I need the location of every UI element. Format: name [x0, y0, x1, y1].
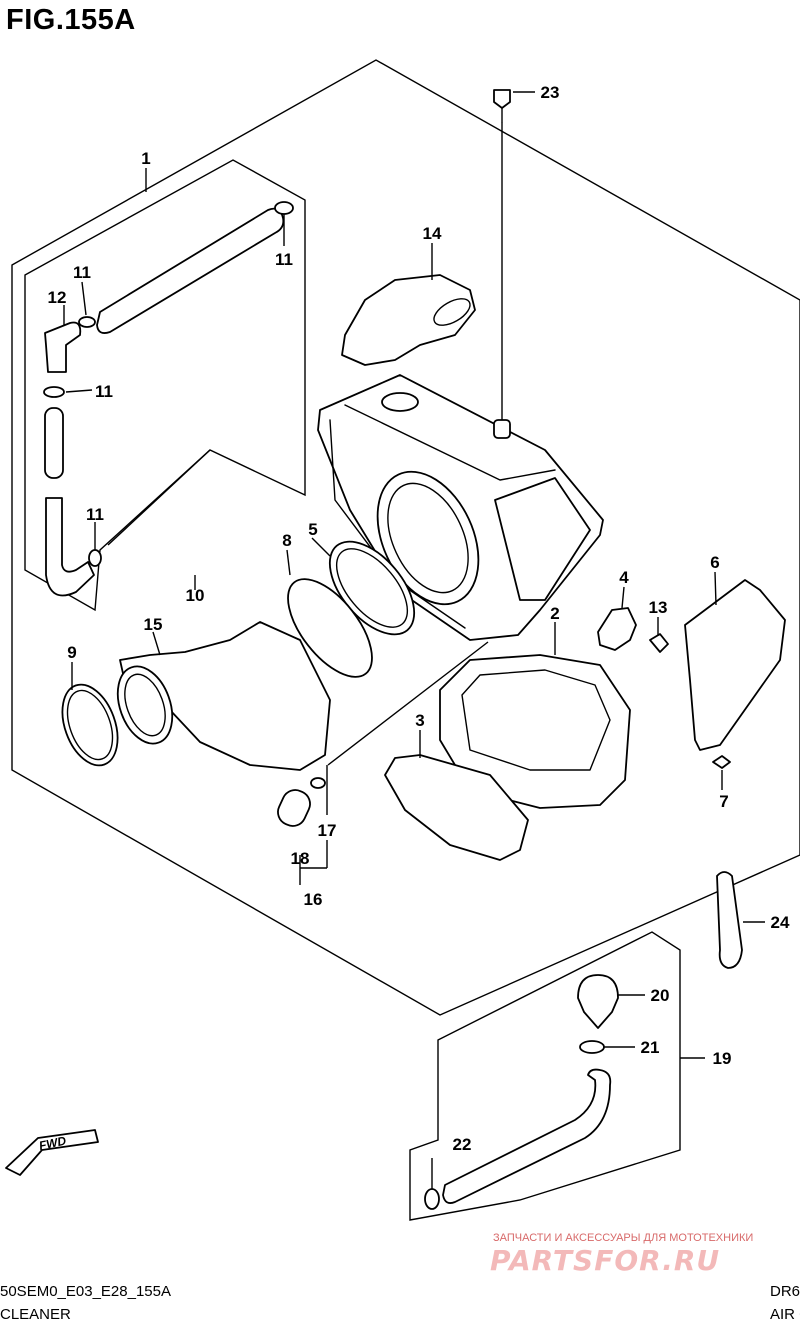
plug-18: [277, 789, 311, 827]
clamp-9: [61, 683, 119, 767]
callout-17: 17: [318, 821, 337, 840]
callout-23: 23: [541, 83, 560, 102]
drain-kit-frame: [409, 931, 681, 1221]
callout-7: 7: [719, 792, 728, 811]
callout-18: 18: [291, 849, 310, 868]
case-intake-port: [376, 470, 480, 606]
watermark-brand: PARTSFOR.RU: [490, 1244, 721, 1277]
case-rim: [329, 419, 466, 629]
intake-boot-14: [341, 274, 476, 366]
callout-13: 13: [649, 598, 668, 617]
figure-code-right: DR6: [770, 1283, 800, 1300]
callout-3: 3: [415, 711, 424, 730]
fwd-arrow-icon: FWD: [5, 1129, 99, 1176]
svg-text:FWD: FWD: [38, 1133, 68, 1152]
hose-straight: [44, 407, 64, 479]
case-boss: [493, 419, 511, 439]
valve-4: [597, 607, 637, 651]
bolt-23: [493, 89, 511, 109]
case-intake-inner: [387, 482, 469, 594]
watermark-caption: ЗАПЧАСТИ И АКСЕССУАРЫ ДЛЯ МОТОТЕХНИКИ: [493, 1232, 754, 1244]
clamp-9-inner: [66, 689, 114, 761]
bracket-24: [716, 871, 743, 969]
ring-8: [287, 578, 373, 678]
callout-12: 12: [48, 288, 67, 307]
assembly-frame: [11, 59, 800, 1016]
callout-14: 14: [423, 224, 442, 243]
clamp-21: [579, 1040, 605, 1054]
callout-22: 22: [453, 1135, 472, 1154]
figure-name-right: AIR C: [770, 1306, 800, 1323]
callout-10: 10: [186, 586, 205, 605]
callout-21: 21: [641, 1038, 660, 1057]
callout-4: 4: [619, 568, 629, 587]
callout-2: 2: [550, 604, 559, 623]
callout-1: 1: [141, 149, 150, 168]
callout-6: 6: [710, 553, 719, 572]
callout-11-lower: 11: [86, 505, 104, 524]
case-top-edge: [344, 404, 556, 481]
intake-duct-15: [119, 621, 331, 771]
callout-9: 9: [67, 643, 76, 662]
clamp-11-c: [88, 549, 102, 567]
clamp-11-b: [43, 386, 65, 398]
callout-24: 24: [771, 913, 790, 932]
duct-15-mouth-inner: [124, 673, 166, 737]
element-cage-3: [384, 754, 529, 861]
figure-name-left: CLEANER: [0, 1306, 71, 1323]
elbow-12: [44, 321, 82, 373]
callout-20: 20: [651, 986, 670, 1005]
callout-5: 5: [308, 520, 317, 539]
screw-7: [712, 755, 731, 769]
clamp-22: [424, 1188, 440, 1210]
callout-8: 8: [282, 531, 291, 550]
screw-13: [649, 633, 669, 653]
filter-element-2-opening: [461, 669, 611, 771]
gasket-5-inner: [335, 548, 409, 628]
callout-15: 15: [144, 615, 163, 634]
drain-hose: [442, 1068, 612, 1204]
callout-11-middle: 11: [95, 382, 113, 401]
cover-6: [684, 579, 786, 751]
long-hose: [96, 207, 285, 334]
callout-11-top: 11: [275, 250, 293, 269]
plug-20: [577, 974, 619, 1029]
duct-15-mouth: [116, 665, 174, 745]
callout-19: 19: [713, 1049, 732, 1068]
clamp-11-a: [78, 316, 96, 328]
clamp-11-top: [274, 201, 294, 215]
boot-14-mouth: [433, 298, 471, 326]
hose-10: [45, 497, 95, 597]
figure-code-left: 50SEM0_E03_E28_155A: [0, 1283, 171, 1300]
case-nipple: [381, 392, 419, 412]
clamp-17: [310, 777, 326, 789]
callout-16: 16: [304, 890, 323, 909]
case-outlet-opening: [494, 477, 591, 601]
callout-11-upper: 11: [73, 263, 91, 282]
figure-title: FIG.155A: [6, 4, 136, 36]
